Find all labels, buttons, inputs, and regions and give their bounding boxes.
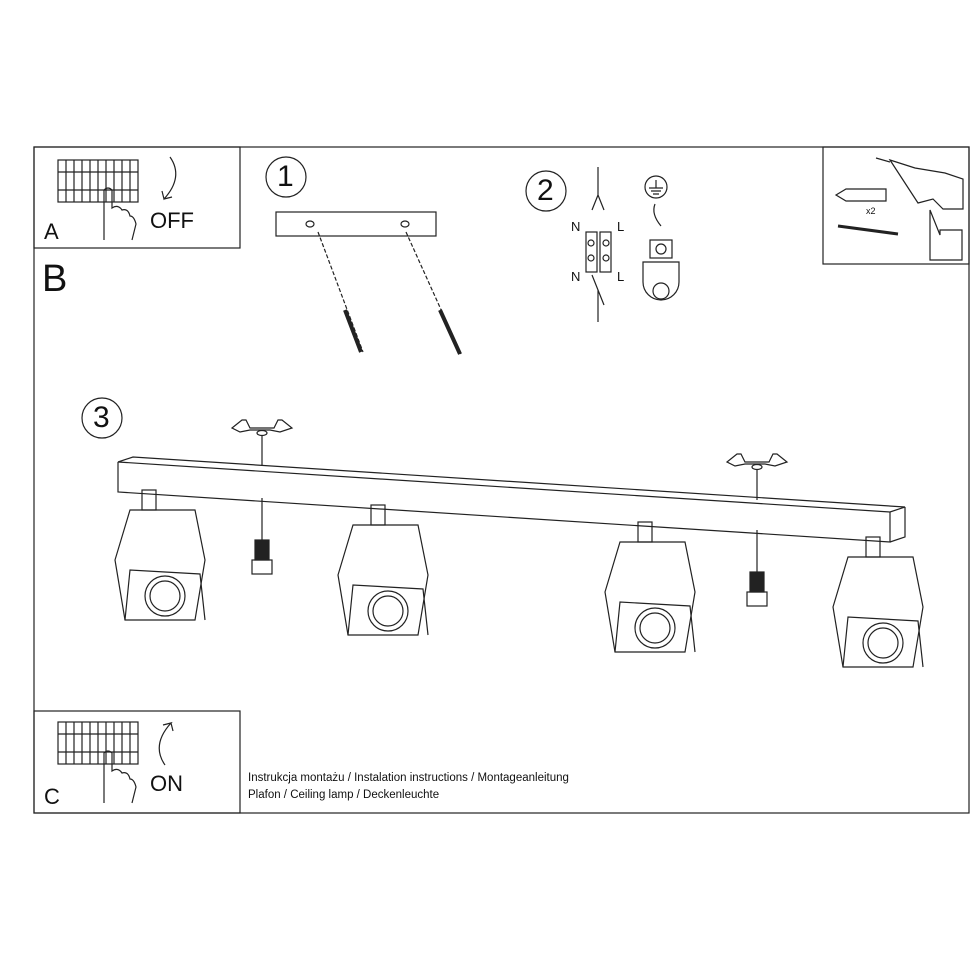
- screw: [251, 498, 273, 575]
- neutral-bottom-label: N: [571, 269, 581, 284]
- panel-c-letter: C: [44, 784, 60, 809]
- breaker-switch-icon: [57, 159, 139, 241]
- drill-icon: [875, 157, 964, 261]
- panel-c-frame: [33, 710, 241, 814]
- spotlight: [114, 489, 206, 621]
- neutral-top-label: N: [571, 219, 581, 234]
- breaker-switch-icon: [57, 721, 139, 804]
- arrow-down-icon: [161, 156, 177, 201]
- quantity-label: x2: [866, 206, 876, 216]
- tools-frame: [822, 146, 970, 265]
- caption-line-2: Plafon / Ceiling lamp / Deckenleuchte: [248, 789, 440, 801]
- outer-frame: [33, 146, 970, 814]
- panel-a-frame: [33, 146, 241, 249]
- lamp-rail: [117, 456, 906, 543]
- mounting-bracket: [230, 419, 294, 466]
- arrow-up-icon: [158, 721, 174, 766]
- spotlight: [604, 521, 696, 653]
- wall-plug-icon: [834, 188, 899, 236]
- step-1-circle: [265, 156, 307, 198]
- mounting-bracket: [725, 453, 789, 500]
- caption-line-1: Instrukcja montażu / Instalation instruc…: [248, 772, 569, 784]
- on-label: ON: [150, 771, 183, 796]
- ground-terminal: [642, 175, 680, 301]
- step-3-circle: [81, 397, 123, 439]
- live-bottom-label: L: [617, 269, 625, 284]
- step-1-number: 1: [277, 160, 294, 193]
- spotlight: [337, 504, 429, 636]
- off-label: OFF: [150, 208, 194, 233]
- step-2-number: 2: [537, 174, 554, 207]
- spotlight: [832, 536, 924, 668]
- screw: [746, 530, 768, 607]
- panel-b-letter: B: [42, 258, 68, 300]
- wire-connector: [585, 167, 612, 322]
- step-3-number: 3: [93, 401, 110, 434]
- step-2-circle: [525, 170, 567, 212]
- live-top-label: L: [617, 219, 625, 234]
- mounting-plate: [275, 211, 462, 355]
- panel-a-letter: A: [44, 219, 59, 244]
